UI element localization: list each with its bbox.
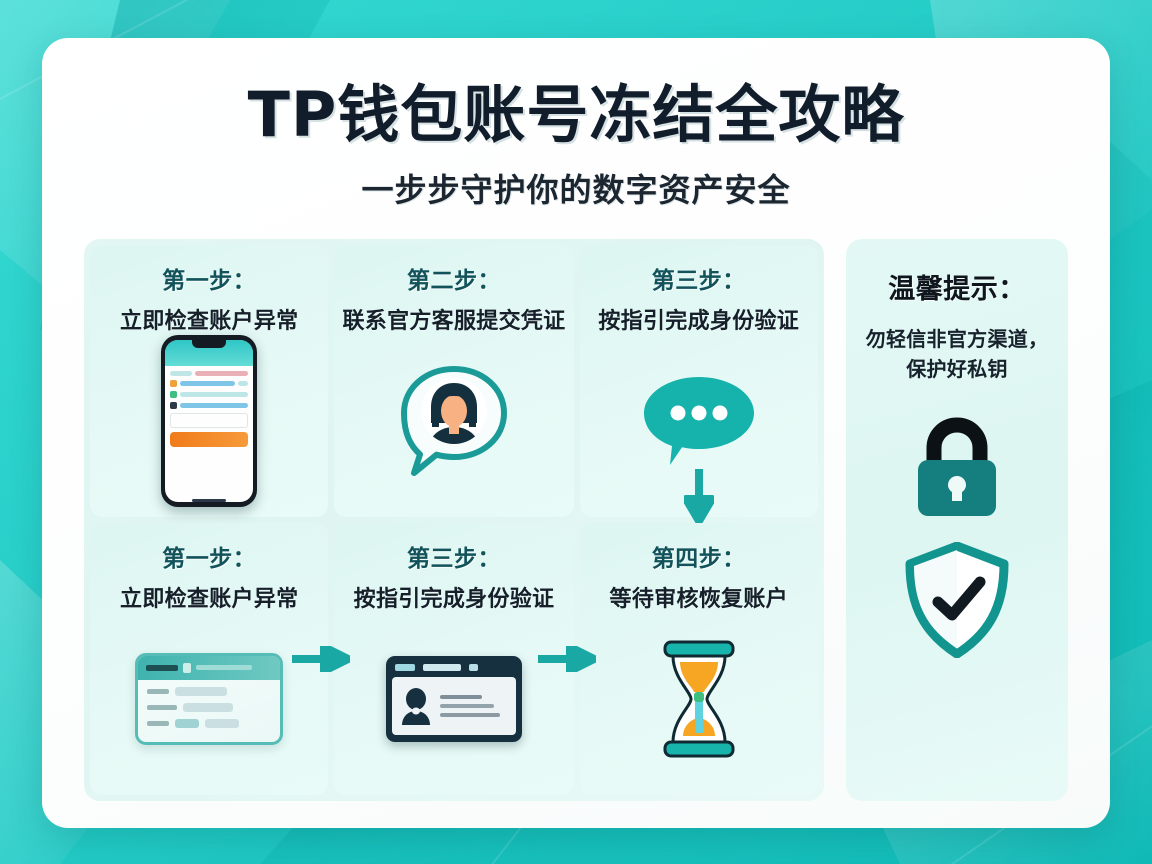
tip-title: 温馨提示： xyxy=(888,273,1026,305)
step-description: 等待审核恢复账户 xyxy=(609,586,788,612)
step-illustration xyxy=(342,335,565,507)
step-title: 第一步： xyxy=(162,545,257,572)
phone-wallet-icon xyxy=(161,334,258,507)
step-title: 第一步： xyxy=(162,267,257,294)
step-illustration xyxy=(588,335,811,507)
step-cell-2[interactable]: 第二步： 联系官方客服提交凭证 xyxy=(334,244,574,517)
page-title: TP钱包账号冻结全攻略 xyxy=(247,78,905,151)
step-description: 立即检查账户异常 xyxy=(120,586,299,612)
connector-arrow-down-icon xyxy=(683,468,714,523)
poster-card: TP钱包账号冻结全攻略 一步步守护你的数字资产安全 第一步： 立即检查账户异常 xyxy=(42,38,1110,828)
step-title: 第二步： xyxy=(406,267,501,294)
step-title: 第四步： xyxy=(651,545,746,572)
step-description: 按指引完成身份验证 xyxy=(598,308,800,334)
page-subtitle: 一步步守护你的数字资产安全 xyxy=(361,170,791,209)
id-photo-icon xyxy=(401,687,430,725)
step-illustration xyxy=(342,613,565,785)
poster-content: 第一步： 立即检查账户异常 xyxy=(42,221,1110,828)
step-title: 第三步： xyxy=(651,267,746,294)
tip-text: 勿轻信非官方渠道，保护好私钥 xyxy=(865,326,1049,381)
customer-service-avatar-icon xyxy=(400,365,507,476)
step-cell-3[interactable]: 第三步： 按指引完成身份验证 xyxy=(579,244,818,523)
step-illustration xyxy=(98,334,320,507)
chat-bubble-dots-icon xyxy=(643,376,754,465)
step-description: 按指引完成身份验证 xyxy=(353,586,555,612)
tip-illustrations xyxy=(902,414,1012,658)
step-cell-5[interactable]: 第三步： 按指引完成身份验证 xyxy=(334,522,596,795)
step-cell-4[interactable]: 第一步： 立即检查账户异常 xyxy=(90,522,351,795)
step-description: 立即检查账户异常 xyxy=(120,308,299,334)
step-cell-1[interactable]: 第一步： 立即检查账户异常 xyxy=(90,244,329,517)
step-illustration xyxy=(588,613,811,785)
connector-arrow-right-icon xyxy=(537,645,596,672)
step-cell-6[interactable]: 第四步： 等待审核恢复账户 xyxy=(579,522,818,795)
shield-check-icon xyxy=(905,541,1009,658)
step-title: 第三步： xyxy=(406,545,501,572)
steps-panel: 第一步： 立即检查账户异常 xyxy=(84,238,824,801)
padlock-icon xyxy=(918,417,996,516)
hourglass-icon xyxy=(663,640,735,758)
id-card-icon xyxy=(385,655,522,742)
tip-panel: 温馨提示： 勿轻信非官方渠道，保护好私钥 xyxy=(846,238,1068,801)
step-illustration xyxy=(98,613,320,785)
step-description: 联系官方客服提交凭证 xyxy=(342,308,566,334)
connector-arrow-right-icon xyxy=(292,645,351,672)
title-block: TP钱包账号冻结全攻略 一步步守护你的数字资产安全 xyxy=(42,38,1110,221)
form-card-icon xyxy=(135,652,284,745)
